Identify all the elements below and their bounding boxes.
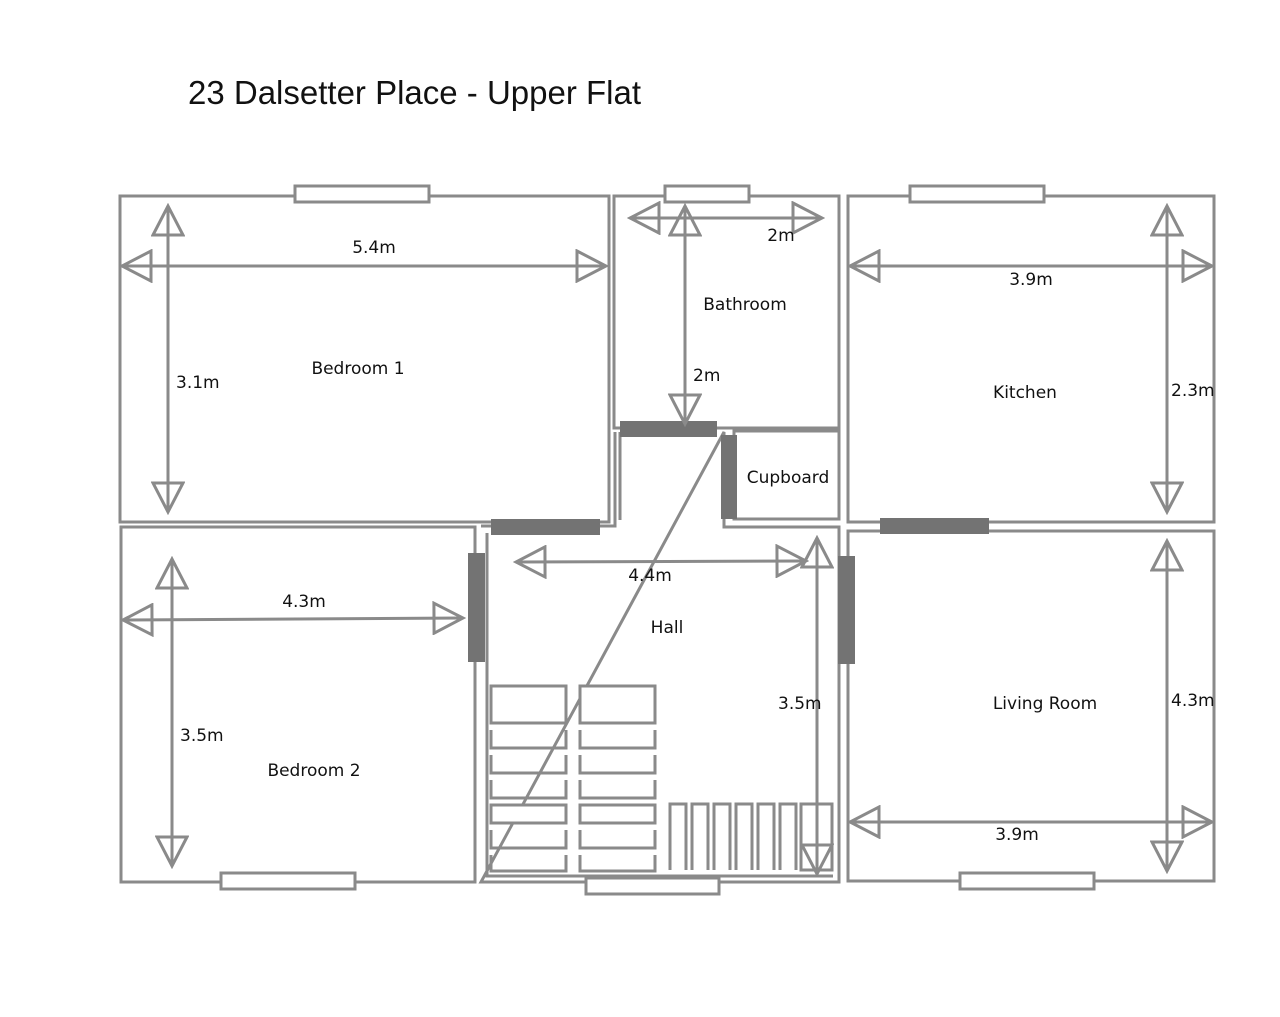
living-room-window (958, 871, 1096, 891)
stairs-left (489, 684, 657, 873)
bedroom1-label: Bedroom 1 (311, 359, 404, 379)
kitchen-depth-label: 2.3m (1171, 381, 1215, 401)
bathroom-label: Bathroom (703, 295, 787, 315)
bedroom1-depth-label: 3.1m (176, 373, 220, 393)
hall-inner-walls (485, 432, 833, 878)
stairs-right (668, 802, 834, 872)
bathroom-depth-label: 2m (693, 366, 720, 386)
bedroom2-width-arrow (123, 618, 463, 620)
bedroom2-window (219, 871, 357, 891)
bedroom1-window (293, 184, 431, 204)
hall-width-arrow (516, 561, 806, 562)
hall-label: Hall (651, 618, 684, 638)
kitchen-label: Kitchen (993, 383, 1057, 403)
kitchen-width-label: 3.9m (1009, 270, 1053, 290)
bedroom1-door (491, 519, 600, 535)
cupboard-label: Cupboard (747, 468, 830, 488)
hall-depth-label: 3.5m (778, 694, 822, 714)
kitchen-walls (846, 194, 1216, 524)
living-room-label: Living Room (993, 694, 1097, 714)
kitchen-door (880, 518, 989, 534)
living-room-depth-label: 4.3m (1171, 691, 1215, 711)
bedroom1-width-label: 5.4m (352, 238, 396, 258)
living-room-door (838, 556, 855, 664)
kitchen-window (908, 184, 1046, 204)
bathroom-width-label: 2m (767, 226, 794, 246)
cupboard-door (721, 435, 737, 519)
bedroom2-depth-label: 3.5m (180, 726, 224, 746)
hall-width-label: 4.4m (628, 566, 672, 586)
bedroom2-label: Bedroom 2 (267, 761, 360, 781)
hall-window (584, 876, 721, 896)
bedroom2-door (468, 553, 485, 662)
bathroom-door (620, 421, 717, 437)
bedroom2-walls (119, 525, 477, 884)
living-room-width-label: 3.9m (995, 825, 1039, 845)
bathroom-window (663, 184, 751, 204)
plan-title: 23 Dalsetter Place - Upper Flat (188, 74, 641, 111)
bedroom2-width-label: 4.3m (282, 592, 326, 612)
